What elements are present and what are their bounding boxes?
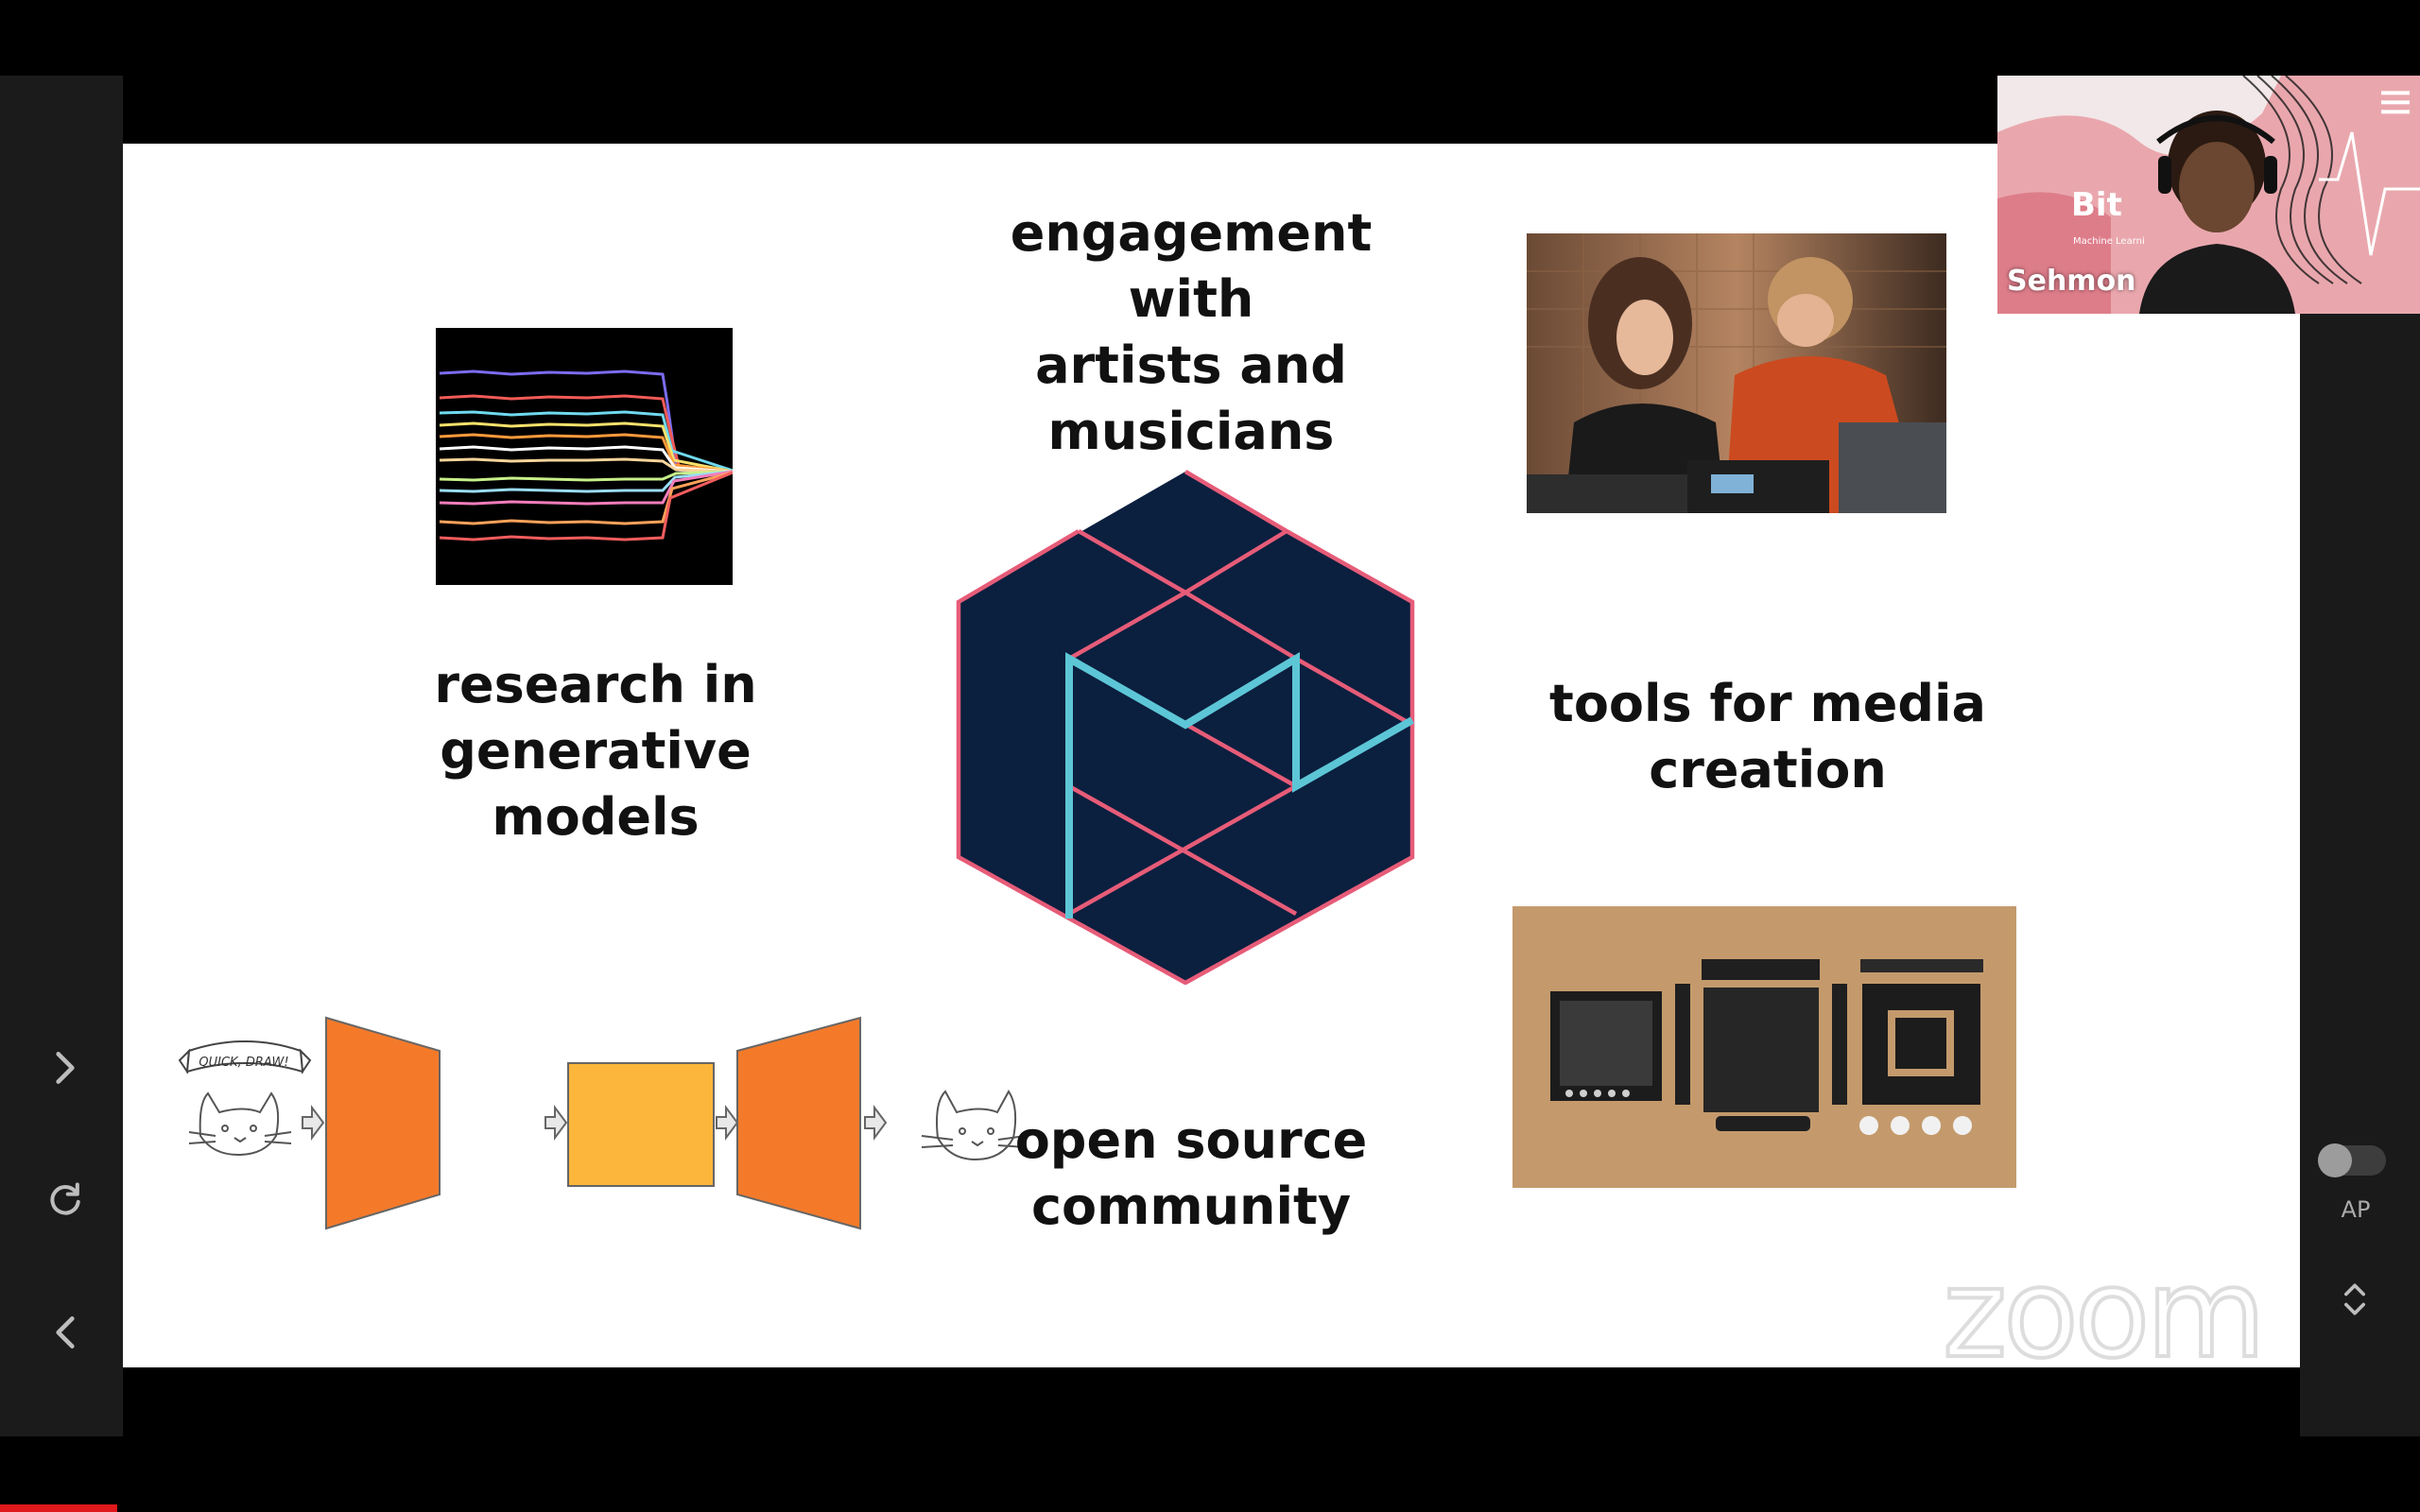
left-control-rail: [0, 76, 123, 1436]
shared-slide: QUICK, DRAW!: [123, 144, 2300, 1367]
input-cat-sketch: [188, 1091, 292, 1157]
latent-block: [567, 1062, 715, 1187]
chevron-left-icon: [56, 1316, 75, 1349]
magenta-logo-icon: [956, 470, 1415, 985]
participant-video: Bit Machine Learni: [1997, 76, 2420, 314]
research-line-3: models: [492, 787, 700, 847]
engagement-line-1: engagement with: [1010, 203, 1373, 329]
engagement-line-3: musicians: [1047, 402, 1335, 461]
tile-menu-button[interactable]: [2377, 83, 2414, 121]
chevron-right-icon: [56, 1052, 75, 1084]
engagement-line-2: artists and: [1035, 335, 1347, 395]
next-button[interactable]: [32, 1035, 98, 1101]
research-line-1: research in: [434, 655, 757, 714]
output-cat-sketch: [921, 1090, 1026, 1161]
autoencoder-diagram: QUICK, DRAW!: [178, 1016, 1026, 1230]
refresh-button[interactable]: [32, 1167, 98, 1233]
tools-heading: tools for media creation: [1541, 671, 1995, 803]
expand-collapse-button[interactable]: [2322, 1266, 2388, 1332]
open-source-line-1: open source: [1014, 1110, 1368, 1170]
open-source-heading: open source community: [993, 1108, 1390, 1240]
menu-icon: [2381, 91, 2410, 114]
unfold-icon: [2344, 1283, 2365, 1315]
autoplay-label: AP: [2341, 1196, 2371, 1223]
tools-line-2: creation: [1649, 740, 1887, 799]
hardware-kit-photo: [1512, 906, 2016, 1188]
previous-button[interactable]: [32, 1299, 98, 1366]
background-title: Bit: [2071, 186, 2122, 224]
encoder-block: [325, 1016, 441, 1230]
participant-video-tile[interactable]: Bit Machine Learni Sehmon: [1997, 76, 2420, 314]
decoder-block: [736, 1016, 861, 1230]
research-heading: research in generative models: [388, 652, 804, 850]
artists-photo: [1527, 233, 1946, 513]
quickdraw-banner: [178, 1040, 312, 1074]
playback-progress[interactable]: [0, 1504, 117, 1512]
research-line-2: generative: [440, 721, 752, 781]
autoplay-toggle[interactable]: [2318, 1143, 2386, 1177]
zoom-watermark: zoom: [1941, 1242, 2268, 1385]
waveform-image: [436, 328, 733, 585]
quickdraw-label: QUICK, DRAW!: [199, 1056, 288, 1070]
participant-name-label: Sehmon: [2007, 265, 2136, 298]
engagement-heading: engagement with artists and musicians: [945, 200, 1437, 465]
tools-line-1: tools for media: [1549, 674, 1986, 733]
toggle-knob: [2318, 1143, 2352, 1177]
background-subtitle: Machine Learni: [2073, 236, 2145, 247]
open-source-line-2: community: [1030, 1177, 1352, 1236]
refresh-icon: [50, 1182, 80, 1215]
